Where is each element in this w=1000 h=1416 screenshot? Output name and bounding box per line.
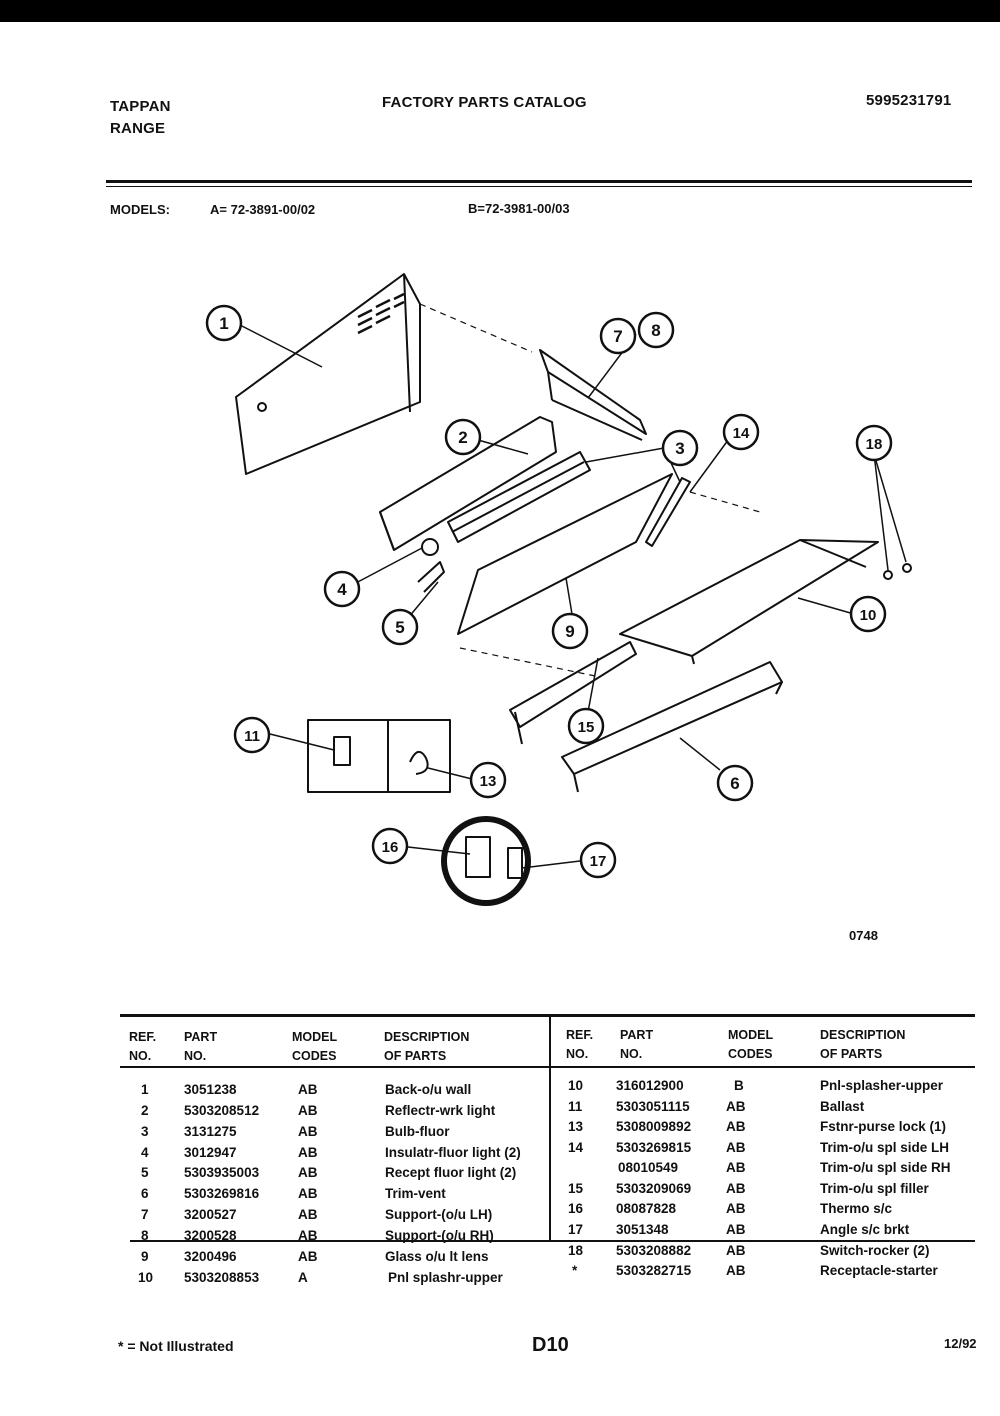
- callout-label-5: 5: [395, 618, 404, 637]
- callout-label-8: 8: [651, 321, 660, 340]
- callout-label-9: 9: [565, 622, 574, 641]
- model-a: A= 72-3891-00/02: [210, 202, 316, 217]
- callout-circle-15: [567, 707, 605, 745]
- product-type: RANGE: [110, 120, 166, 137]
- callout-circle-2: [444, 418, 482, 456]
- callout-circle-4: [323, 570, 361, 608]
- table-header-rule: [120, 1066, 975, 1068]
- header-ref-left: REF.NO.: [129, 1030, 157, 1063]
- callout-circle-11: [233, 716, 271, 754]
- callout-circle-14: [722, 413, 760, 451]
- callout-label-16: 16: [382, 839, 399, 856]
- page-code: D10: [532, 1334, 569, 1356]
- callout-circle-16: [371, 827, 409, 865]
- brand-name: TAPPAN: [110, 98, 171, 115]
- catalog-number: 5995231791: [866, 92, 952, 109]
- catalog-sheet: TAPPAN RANGE FACTORY PARTS CATALOG 59952…: [0, 22, 1000, 1416]
- models-label: MODELS:: [110, 202, 170, 217]
- callout-circle-5: [381, 608, 419, 646]
- table-column-divider: [549, 1014, 551, 1242]
- callout-label-7: 7: [613, 327, 622, 346]
- callout-label-6: 6: [730, 774, 739, 793]
- drawing-code: 0748: [849, 928, 878, 943]
- callout-circle-7: [599, 317, 637, 355]
- table-top-rule: [120, 1014, 975, 1017]
- callout-circle-13: [469, 761, 507, 799]
- callout-group: 1 2 3 4 5 6 7 8 9 10 11 13 14 15 16 17 18: [205, 304, 893, 879]
- exploded-parts-diagram: 1 2 3 4 5 6 7 8 9 10 11 13 14 15 16 17 18: [205, 273, 912, 906]
- callout-label-4: 4: [337, 580, 347, 599]
- callout-circle-3: [661, 429, 699, 467]
- callout-label-1: 1: [219, 314, 228, 333]
- callout-circle-10: [849, 595, 887, 633]
- catalog-title: FACTORY PARTS CATALOG: [382, 94, 587, 111]
- header-rule: [106, 180, 972, 183]
- callout-circle-18: [855, 424, 893, 462]
- header-rule-thin: [106, 186, 972, 187]
- callout-circle-8: [637, 311, 675, 349]
- callout-label-14: 14: [733, 425, 750, 442]
- callout-label-3: 3: [675, 439, 684, 458]
- callout-label-17: 17: [590, 853, 607, 870]
- revision-date: 12/92: [944, 1336, 977, 1351]
- callout-circle-6: [716, 764, 754, 802]
- callout-label-18: 18: [866, 436, 883, 453]
- callout-circle-17: [579, 841, 617, 879]
- not-illustrated-note: * = Not Illustrated: [118, 1338, 234, 1354]
- callout-circle-9: [551, 612, 589, 650]
- model-b: B=72-3981-00/03: [468, 201, 570, 216]
- table-bottom-rule: [130, 1240, 975, 1242]
- callout-label-13: 13: [480, 773, 497, 790]
- callout-label-11: 11: [244, 728, 260, 745]
- header-ref-right: REF.NO.: [566, 1028, 594, 1061]
- callout-circle-1: [205, 304, 243, 342]
- callout-label-2: 2: [458, 428, 467, 447]
- callout-label-15: 15: [578, 719, 595, 736]
- callout-label-10: 10: [860, 607, 877, 624]
